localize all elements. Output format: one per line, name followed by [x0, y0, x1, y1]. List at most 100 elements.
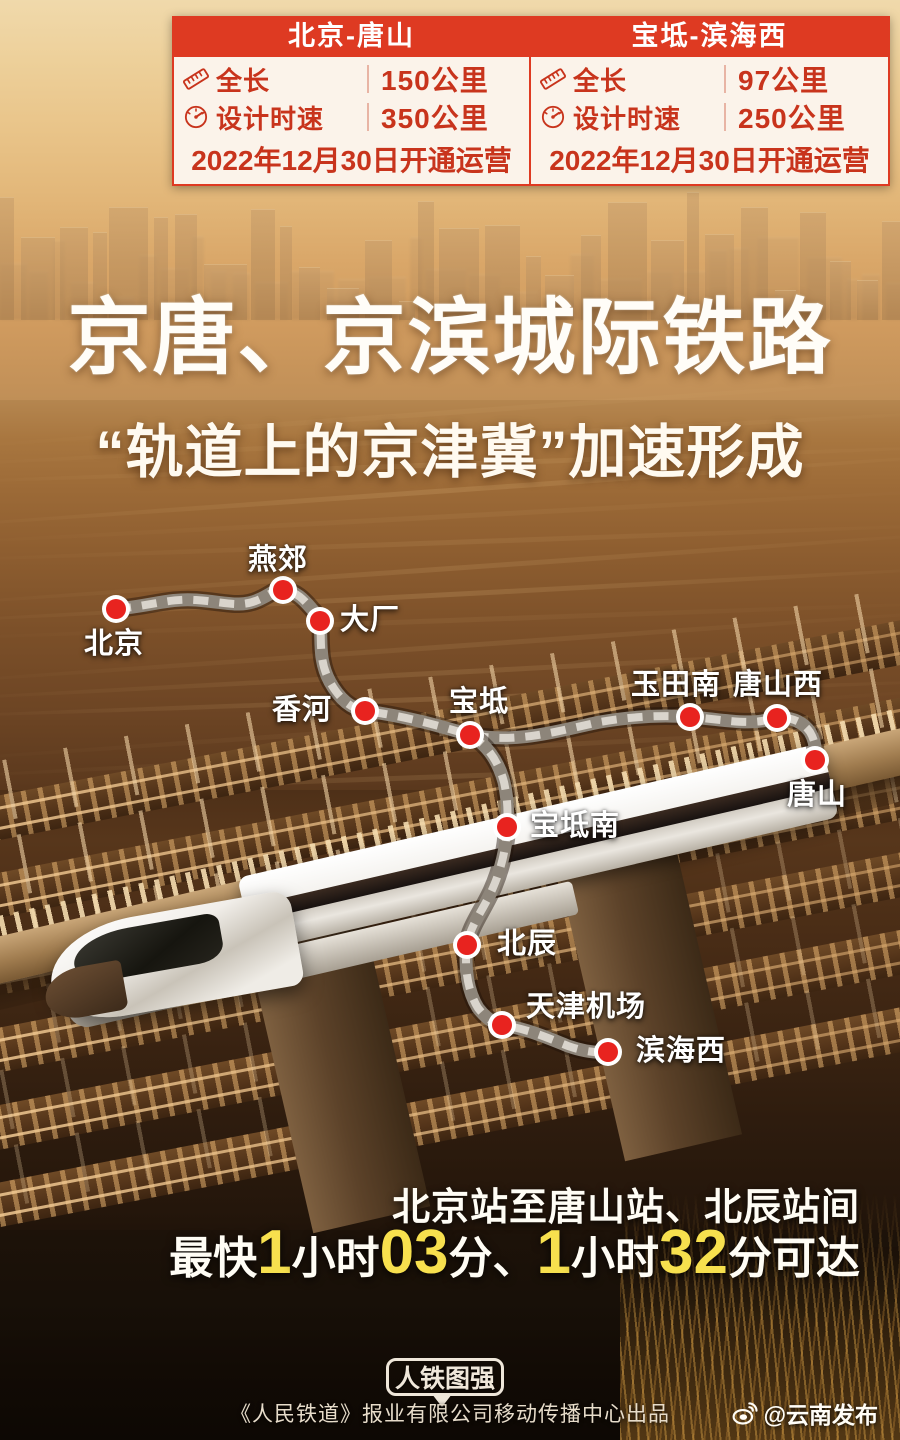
spec-row: 全长 150公里	[182, 60, 523, 98]
weibo-handle: @云南发布	[763, 1402, 878, 1428]
spec-card: 宝坻-滨海西全长 97公里设计时速 250公里 2022年12月30日开通运营	[531, 16, 890, 186]
building-silhouette	[651, 239, 684, 320]
building-silhouette	[21, 236, 55, 320]
building-silhouette	[365, 239, 392, 320]
page-subtitle: “轨道上的京津冀”加速形成	[95, 420, 805, 485]
building-silhouette	[174, 213, 197, 320]
station-dot[interactable]	[805, 750, 825, 770]
route-line-jingbin	[462, 731, 609, 1057]
spec-label: 设计时速	[182, 99, 367, 136]
travel-time-prefix: 最快	[169, 1234, 258, 1283]
spec-label: 设计时速	[539, 99, 724, 136]
travel-time-minute-2: 32	[659, 1218, 728, 1287]
logo-pointer-icon	[432, 1394, 452, 1407]
ruler-icon	[539, 68, 567, 90]
station-label: 玉田南	[631, 669, 722, 701]
station-label: 唐山	[787, 779, 848, 811]
travel-time-suffix: 可达	[772, 1234, 860, 1283]
travel-time-hour-unit-1: 小时	[291, 1234, 380, 1283]
station-dot[interactable]	[310, 611, 330, 631]
spec-label: 全长	[539, 61, 724, 98]
spec-label-text: 全长	[216, 65, 271, 96]
station-dot[interactable]	[492, 1015, 512, 1035]
building-silhouette	[399, 300, 416, 320]
spec-card-title: 北京-唐山	[174, 18, 529, 57]
spec-card-body: 全长 97公里设计时速 250公里	[531, 57, 888, 138]
travel-time-hour-2: 1	[536, 1218, 572, 1287]
building-silhouette	[191, 236, 204, 320]
publisher-logo: 人铁图强	[386, 1358, 504, 1396]
building-silhouette	[545, 274, 574, 320]
building-silhouette	[438, 228, 480, 320]
spec-row: 全长 97公里	[539, 60, 882, 98]
spec-value: 250公里	[738, 103, 846, 134]
page-title: 京唐、京滨城际铁路	[67, 291, 833, 384]
travel-time-detail: 最快 1 小时 03 分 、 1 小时 32 分 可达	[169, 1222, 860, 1286]
spec-value: 97公里	[738, 65, 830, 96]
spec-value: 150公里	[381, 65, 489, 96]
travel-time-minute-unit-1: 分	[448, 1234, 493, 1283]
station-dot[interactable]	[598, 1042, 618, 1062]
skyline-near	[0, 180, 900, 320]
building-silhouette	[686, 191, 700, 320]
travel-time-separator: 、	[492, 1234, 537, 1283]
station-dot[interactable]	[497, 817, 517, 837]
building-silhouette	[109, 207, 148, 320]
spec-label-text: 设计时速	[216, 103, 325, 134]
building-silhouette	[526, 255, 542, 320]
building-silhouette	[92, 232, 108, 320]
station-label: 燕郊	[248, 544, 309, 576]
building-silhouette	[847, 279, 859, 320]
station-dot[interactable]	[273, 580, 293, 600]
spec-divider	[724, 65, 726, 93]
spec-divider	[367, 103, 369, 131]
station-dot[interactable]	[680, 707, 700, 727]
station-dot[interactable]	[460, 725, 480, 745]
travel-time-heading: 北京站至唐山站、北辰站间	[391, 1187, 860, 1229]
building-silhouette	[829, 261, 851, 320]
building-silhouette	[59, 226, 89, 320]
building-silhouette	[418, 200, 434, 320]
grass-foreground	[620, 1180, 900, 1440]
spec-divider	[367, 65, 369, 93]
travel-time-hour-1: 1	[257, 1218, 292, 1287]
spec-open-date: 2022年12月30日开通运营	[191, 145, 512, 176]
spec-label: 全长	[182, 61, 367, 98]
building-silhouette	[251, 208, 275, 320]
station-label: 宝坻	[449, 686, 510, 718]
building-silhouette	[704, 233, 734, 320]
building-silhouette	[298, 267, 321, 320]
station-dot[interactable]	[457, 935, 477, 955]
spec-label-text: 设计时速	[573, 103, 682, 134]
station-label: 天津机场	[526, 991, 647, 1023]
spec-open-date: 2022年12月30日开通运营	[549, 145, 870, 176]
speedometer-icon	[184, 105, 208, 129]
building-silhouette	[280, 225, 292, 320]
spec-label-text: 全长	[573, 65, 628, 96]
building-silhouette	[580, 234, 601, 320]
station-label: 香河	[272, 694, 333, 726]
station-dot[interactable]	[355, 701, 375, 721]
weibo-account[interactable]: @云南发布	[732, 1396, 878, 1430]
speedometer-icon	[541, 105, 565, 129]
building-silhouette	[800, 211, 827, 320]
station-label: 大厂	[340, 604, 401, 636]
spec-row: 设计时速 250公里	[539, 98, 882, 136]
building-silhouette	[484, 224, 520, 320]
travel-time-minute-1: 03	[379, 1218, 449, 1287]
building-silhouette	[774, 290, 797, 320]
station-dot[interactable]	[767, 708, 787, 728]
station-label: 宝坻南	[530, 810, 621, 842]
spec-card-title: 宝坻-滨海西	[531, 18, 888, 57]
station-dot[interactable]	[106, 599, 126, 619]
building-silhouette	[204, 264, 248, 320]
travel-time-minute-unit-2: 分	[728, 1234, 772, 1283]
building-silhouette	[326, 287, 360, 320]
building-silhouette	[153, 216, 168, 320]
